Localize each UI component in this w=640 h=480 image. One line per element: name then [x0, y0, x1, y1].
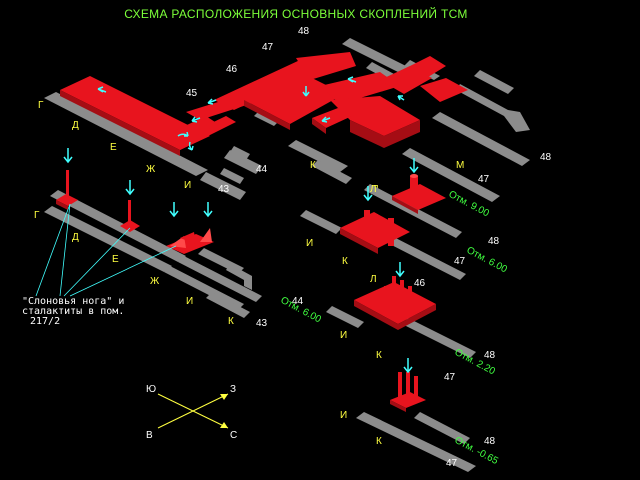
svg-text:43: 43: [256, 318, 268, 329]
svg-text:сталактиты в пом.: сталактиты в пом.: [22, 306, 124, 317]
right-number-labels: 48 47 46 48 47 48 47: [414, 236, 500, 469]
svg-text:48: 48: [484, 436, 496, 447]
upper-flow-arrows: [97, 76, 405, 151]
svg-text:47: 47: [444, 372, 456, 383]
svg-text:217/2: 217/2: [30, 316, 60, 327]
svg-text:47: 47: [478, 174, 490, 185]
svg-text:Д: Д: [72, 232, 79, 243]
svg-text:Г: Г: [34, 210, 40, 221]
svg-text:И: И: [340, 410, 347, 421]
svg-text:Д: Д: [72, 120, 79, 131]
svg-text:Е: Е: [110, 142, 117, 153]
upper-number-labels: 48 47 46 45 44 43 47 48: [186, 26, 552, 195]
svg-text:Е: Е: [112, 254, 119, 265]
upper-walls: [44, 38, 530, 202]
level-600: [300, 186, 466, 280]
compass-west: В: [146, 430, 153, 441]
svg-text:И: И: [186, 296, 193, 307]
svg-text:Отм. 6.00: Отм. 6.00: [465, 245, 510, 276]
svg-text:44: 44: [256, 164, 268, 175]
compass-south: С: [230, 430, 237, 441]
svg-text:К: К: [310, 160, 316, 171]
svg-text:46: 46: [226, 64, 238, 75]
svg-text:48: 48: [488, 236, 500, 247]
svg-text:"Слоновья нога" и: "Слоновья нога" и: [22, 296, 124, 307]
svg-text:И: И: [306, 238, 313, 249]
svg-text:48: 48: [540, 152, 552, 163]
svg-text:К: К: [376, 350, 382, 361]
svg-text:Л: Л: [370, 274, 377, 285]
lower-left-down-arrows: [63, 148, 213, 218]
svg-text:М: М: [456, 160, 464, 171]
svg-text:Л: Л: [370, 184, 377, 195]
svg-text:44: 44: [292, 296, 304, 307]
svg-text:47: 47: [454, 256, 466, 267]
svg-text:Ж: Ж: [150, 276, 160, 287]
compass-east: З: [230, 384, 236, 395]
lower-left-red-items: [56, 170, 214, 254]
svg-text:47: 47: [262, 42, 274, 53]
upper-red-zones: [60, 52, 468, 156]
svg-text:К: К: [342, 256, 348, 267]
right-axis-labels: Л И К Л И К И К: [306, 184, 382, 447]
level-900: [364, 158, 462, 238]
svg-text:48: 48: [484, 350, 496, 361]
compass-north: Ю: [146, 384, 156, 395]
svg-text:46: 46: [414, 278, 426, 289]
svg-text:Г: Г: [38, 100, 44, 111]
svg-text:И: И: [340, 330, 347, 341]
svg-text:И: И: [184, 180, 191, 191]
compass: Ю З С В: [146, 384, 237, 441]
svg-text:К: К: [376, 436, 382, 447]
lower-left-walls: [44, 190, 262, 318]
svg-text:48: 48: [298, 26, 310, 37]
svg-text:К: К: [228, 316, 234, 327]
note-block: "Слоновья нога" и сталактиты в пом. 217/…: [22, 296, 124, 327]
svg-text:43: 43: [218, 184, 230, 195]
note-leaders: [35, 203, 177, 297]
svg-text:Ж: Ж: [146, 164, 156, 175]
lower-left-numbers: 44 43: [256, 296, 304, 329]
svg-text:47: 47: [446, 458, 458, 469]
diagram-title: СХЕМА РАСПОЛОЖЕНИЯ ОСНОВНЫХ СКОПЛЕНИЙ ТС…: [124, 6, 467, 21]
lower-left-axis-labels: Г Д Е Ж И К: [34, 210, 234, 327]
level-220: [326, 262, 476, 358]
level-minus065: [356, 358, 476, 472]
svg-text:45: 45: [186, 88, 198, 99]
